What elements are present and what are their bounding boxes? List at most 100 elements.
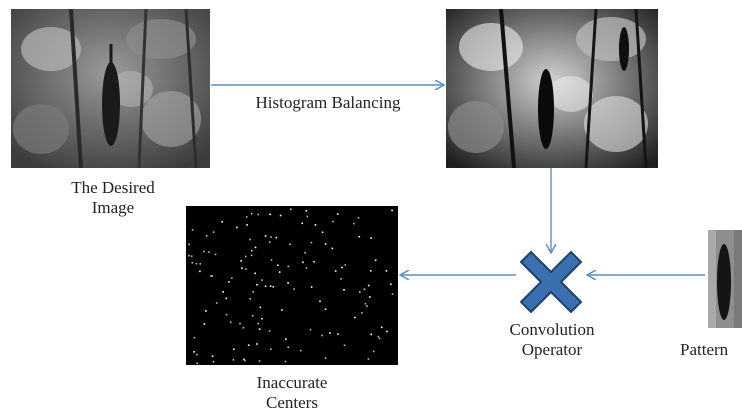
center-dot bbox=[256, 343, 258, 345]
center-dot bbox=[269, 241, 271, 243]
center-dot bbox=[310, 286, 313, 288]
desired-image bbox=[11, 9, 210, 168]
center-dot bbox=[240, 260, 242, 262]
center-dot bbox=[305, 210, 308, 212]
center-dot bbox=[313, 260, 315, 263]
pattern-caption: Pattern bbox=[680, 340, 729, 359]
desired-image-caption: The Desired Image bbox=[71, 178, 155, 217]
center-dot bbox=[391, 293, 394, 295]
center-dot bbox=[244, 255, 247, 258]
center-dot bbox=[358, 235, 361, 238]
center-dot bbox=[250, 212, 253, 215]
center-dot bbox=[314, 224, 317, 226]
center-dot bbox=[366, 305, 368, 307]
balanced-image bbox=[446, 9, 658, 168]
center-dot bbox=[199, 270, 201, 273]
center-dot bbox=[270, 236, 272, 238]
center-dot bbox=[284, 360, 287, 363]
center-dot bbox=[361, 312, 363, 314]
center-dot bbox=[228, 281, 230, 283]
center-dot bbox=[251, 314, 254, 317]
center-dot bbox=[344, 264, 347, 266]
center-dot bbox=[378, 337, 381, 340]
center-dot bbox=[215, 302, 218, 304]
center-dot bbox=[391, 209, 393, 212]
center-dot bbox=[354, 316, 356, 319]
center-dot bbox=[196, 362, 198, 365]
center-dot bbox=[232, 359, 235, 361]
center-dot bbox=[305, 267, 308, 269]
center-dot bbox=[324, 308, 327, 310]
center-dot bbox=[319, 300, 321, 303]
center-dot bbox=[212, 231, 215, 233]
center-dot bbox=[302, 261, 304, 264]
result-caption: Inaccurate Centers bbox=[256, 373, 328, 412]
center-dot bbox=[279, 214, 282, 217]
center-dot bbox=[211, 355, 214, 357]
center-dot bbox=[309, 328, 312, 331]
center-dot bbox=[287, 346, 289, 348]
center-dot bbox=[249, 238, 251, 241]
center-dot bbox=[258, 328, 261, 330]
center-dot bbox=[249, 298, 251, 300]
center-dot bbox=[258, 360, 261, 362]
center-dot bbox=[264, 285, 267, 288]
center-dot bbox=[242, 326, 245, 329]
center-dot bbox=[390, 283, 392, 286]
center-dot bbox=[300, 349, 302, 352]
center-dot bbox=[364, 302, 367, 305]
center-dot bbox=[261, 279, 263, 281]
center-dot bbox=[191, 261, 194, 264]
center-dot bbox=[321, 334, 323, 337]
center-dot bbox=[386, 330, 388, 333]
center-dot bbox=[359, 291, 361, 293]
convolution-caption: Convolution Operator bbox=[509, 320, 595, 359]
center-dot bbox=[188, 254, 190, 257]
center-dot bbox=[236, 226, 238, 229]
center-dot bbox=[196, 353, 198, 356]
center-dot bbox=[377, 335, 380, 338]
center-dot bbox=[357, 216, 360, 219]
center-dot bbox=[270, 348, 272, 350]
center-dot bbox=[278, 271, 281, 273]
center-dot bbox=[275, 236, 278, 239]
center-dot bbox=[239, 322, 241, 325]
center-dot bbox=[343, 289, 345, 291]
center-dot bbox=[247, 344, 250, 346]
center-dot bbox=[372, 350, 375, 353]
center-dot bbox=[233, 348, 235, 351]
center-dot bbox=[214, 253, 217, 256]
center-dot bbox=[306, 215, 309, 218]
center-dot bbox=[256, 283, 258, 286]
center-dot bbox=[222, 291, 224, 293]
pattern-image bbox=[708, 230, 742, 328]
center-dot bbox=[363, 288, 366, 290]
center-dot bbox=[231, 277, 233, 279]
center-dot bbox=[353, 222, 355, 225]
center-dot bbox=[324, 357, 327, 359]
center-dot bbox=[243, 358, 245, 361]
center-dot bbox=[370, 333, 372, 336]
center-dot bbox=[190, 255, 193, 257]
center-dot bbox=[193, 336, 196, 339]
center-dot bbox=[269, 285, 272, 287]
center-dot bbox=[250, 254, 253, 257]
center-dot bbox=[285, 338, 287, 340]
center-dot bbox=[369, 296, 371, 298]
center-dot bbox=[257, 322, 259, 325]
center-dot bbox=[225, 313, 228, 316]
center-dot bbox=[272, 286, 275, 288]
center-dot bbox=[225, 297, 227, 300]
center-dot bbox=[334, 270, 337, 272]
center-dot bbox=[245, 268, 247, 270]
center-dot bbox=[293, 288, 295, 290]
center-dot bbox=[367, 284, 370, 287]
center-dot bbox=[287, 282, 289, 284]
center-dot bbox=[370, 237, 372, 239]
center-dot bbox=[281, 309, 283, 311]
center-dot bbox=[191, 229, 194, 231]
result-image bbox=[186, 206, 398, 365]
center-dot bbox=[337, 333, 339, 335]
center-dot bbox=[203, 250, 205, 253]
